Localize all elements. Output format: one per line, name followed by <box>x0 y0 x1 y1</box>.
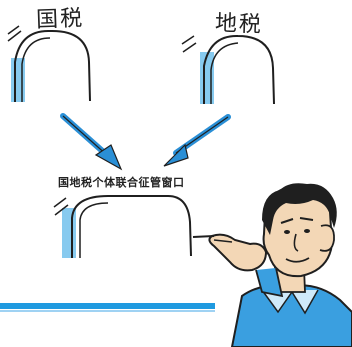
baseline-stripe <box>0 303 215 312</box>
left-arrow-icon <box>60 113 123 171</box>
joint-window-arch-icon <box>53 195 192 258</box>
local-tax-label: 地税 <box>214 11 264 38</box>
joint-window-label: 国地税个体联合征管窗口 <box>58 176 185 189</box>
cartoon-man-icon <box>192 183 352 347</box>
national-tax-label: 国税 <box>35 6 85 33</box>
local-tax-arch-icon <box>181 34 275 105</box>
national-tax-arch-icon <box>7 25 91 102</box>
right-arrow-icon <box>163 114 231 167</box>
